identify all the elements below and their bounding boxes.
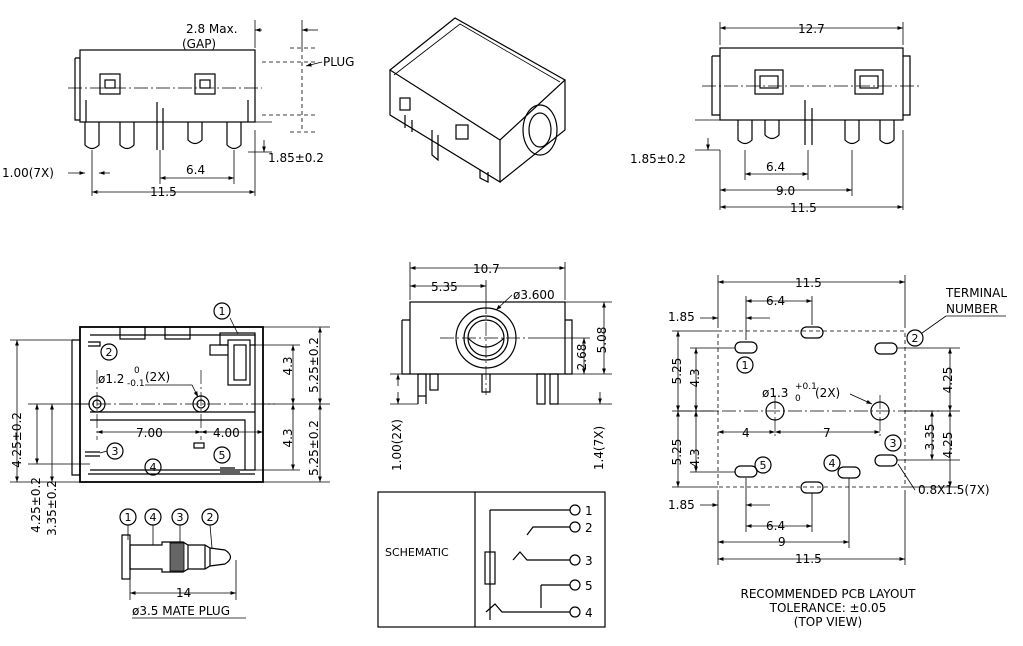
pcb-top-64: 6.4 [766,294,785,308]
plug-caption: ø3.5 MATE PLUG [132,604,230,618]
pcb-terminal: TERMINAL [945,286,1007,300]
front-overall-width: 11.5 [150,185,177,199]
top-num-5: 5 [219,449,226,462]
pcb-hole-dia: ø1.3 [762,386,788,400]
pcb-hole-count: (2X) [815,386,840,400]
mate-plug: 1 4 3 2 14 ø3.5 MATE PLUG [119,508,246,619]
top-view: 1 2 3 4 5 ø1.2 0 -0.1 (2X) 7.00 4.00 4.3… [10,302,330,536]
top-left-425b: 4.25±0.2 [29,477,43,533]
side-h1: 2.68 [575,344,589,371]
pcb-num-2: 2 [912,332,919,345]
pcb-bot-185: 1.85 [668,498,695,512]
front-pin-height: 1.85±0.2 [268,151,324,165]
pcb-slot [874,454,898,467]
side-view: 10.7 5.35 ø3.600 2.68 5.08 1.00(2X) 1.4(… [390,262,612,471]
pcb-v-43b: 4.3 [688,448,702,467]
pcb-caption-1: RECOMMENDED PCB LAYOUT [740,587,916,601]
side-offset: 5.35 [431,280,458,294]
pcb-num-5: 5 [760,459,767,472]
schematic-pin-1: 1 [585,504,593,518]
pcb-bot-64: 6.4 [766,519,785,533]
pcb-h-7: 7 [823,426,831,440]
pcb-v-525a: 5.25 [670,358,684,385]
pcb-num-1: 1 [742,359,749,372]
rear-d2: 9.0 [776,184,795,198]
top-v-43b: 4.3 [281,428,295,447]
rear-pin-height: 1.85±0.2 [630,152,686,166]
front-plug-label: PLUG [323,55,354,69]
top-v-525a: 5.25±0.2 [307,337,321,393]
pcb-slot [874,342,898,355]
pcb-h-4: 4 [742,426,750,440]
pcb-v-43a: 4.3 [688,368,702,387]
pcb-slot [837,466,861,479]
isometric-view [388,17,567,184]
top-num-4: 4 [150,461,157,474]
side-bore: ø3.600 [513,288,555,302]
side-width: 10.7 [473,262,500,276]
rear-d1: 6.4 [766,160,785,174]
top-d-700: 7.00 [136,426,163,440]
plug-num-1: 1 [125,511,132,524]
top-v-525b: 5.25±0.2 [307,420,321,476]
pcb-slot [734,465,758,478]
top-v-43a: 4.3 [281,356,295,375]
top-num-3: 3 [112,445,119,458]
schematic: SCHEMATIC 1 2 3 5 4 [377,491,606,628]
pcb-bot-115: 11.5 [795,552,822,566]
side-pin-left: 1.00(2X) [390,419,404,471]
front-gap-label: (GAP) [182,37,216,51]
top-tol-lower: -0.1 [127,379,145,389]
rear-view: 12.7 1.85±0.2 6.4 9.0 11.5 [630,22,920,215]
schematic-pin-2: 2 [585,521,593,535]
rear-overall: 12.7 [798,22,825,36]
pcb-slot [800,481,824,494]
pcb-layout: TERMINAL NUMBER 2 1 3 4 5 11.5 6.4 1.85 … [668,275,1007,629]
pcb-top-115: 11.5 [795,276,822,290]
schematic-label: SCHEMATIC [385,546,449,559]
plug-num-4: 4 [150,511,157,524]
rear-d3: 11.5 [790,201,817,215]
pcb-r-425b: 4.25 [941,432,955,459]
pcb-r-425a: 4.25 [941,367,955,394]
plug-length: 14 [176,586,191,600]
top-d-400: 4.00 [213,426,240,440]
schematic-pin-3: 3 [585,554,593,568]
pcb-number: NUMBER [946,302,998,316]
pcb-bot-9: 9 [778,535,786,549]
schematic-pin-5: 5 [585,579,593,593]
plug-num-3: 3 [177,511,184,524]
top-left-425a: 4.25±0.2 [10,412,24,468]
top-num-1: 1 [219,305,226,318]
pcb-num-4: 4 [829,457,836,470]
schematic-pin-4: 4 [585,606,593,620]
pcb-tol-lower: 0 [795,394,801,404]
pcb-caption-2: TOLERANCE: ±0.05 [769,601,887,615]
top-tol-upper: 0 [134,366,140,376]
top-left-335: 3.35±0.2 [45,480,59,536]
pcb-num-3: 3 [890,437,897,450]
top-hole-count: (2X) [145,370,170,384]
side-h2: 5.08 [595,327,609,354]
front-pin-width: 1.00(7X) [2,166,54,180]
top-num-2: 2 [106,346,113,359]
side-pin-right: 1.4(7X) [592,426,606,470]
pcb-tol-upper: +0.1 [795,382,817,392]
pcb-v-525b: 5.25 [670,439,684,466]
front-pin-pitch: 6.4 [186,163,205,177]
pcb-caption-3: (TOP VIEW) [794,615,862,629]
front-view: 2.8 Max. (GAP) PLUG 6.4 11.5 1.00(7X) 1.… [2,20,354,199]
pcb-slot-size: 0.8X1.5(7X) [918,483,990,497]
front-gap-max: 2.8 Max. [186,22,238,36]
pcb-slot [734,341,758,354]
pcb-r-335: 3.35 [923,424,937,451]
plug-num-2: 2 [207,511,214,524]
pcb-left-185: 1.85 [668,310,695,324]
top-hole-dia: ø1.2 [98,372,124,386]
pcb-slot [800,326,824,339]
